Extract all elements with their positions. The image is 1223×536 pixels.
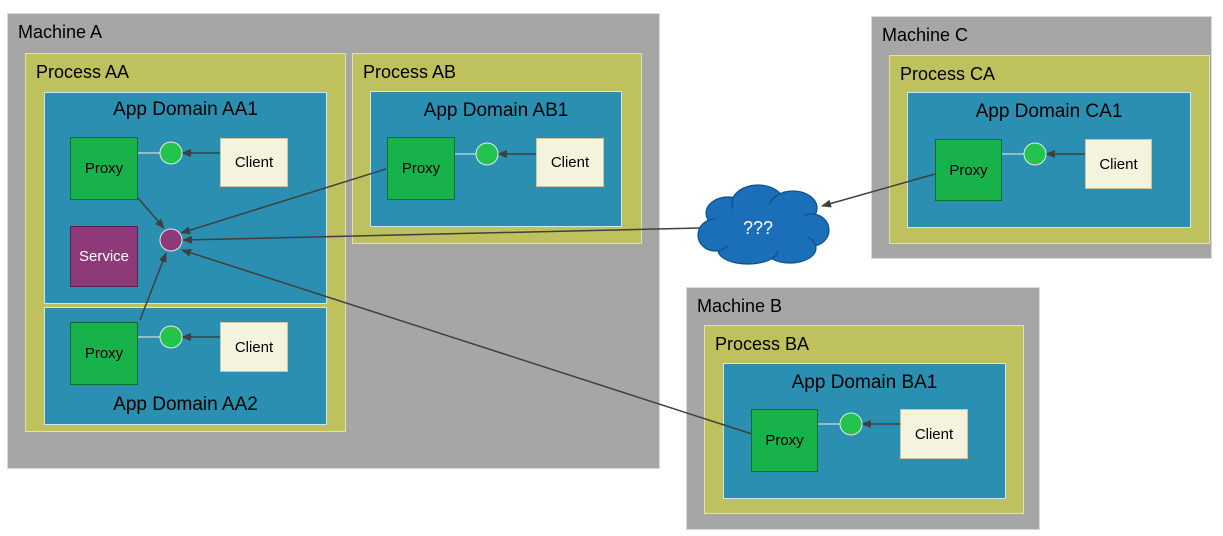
service: Service [70, 226, 138, 287]
client-aa2: Client [220, 322, 288, 372]
app-domain-ba1-label: App Domain BA1 [791, 372, 938, 393]
app-domain-aa2-label: App Domain AA2 [113, 394, 258, 415]
machine-a-label: Machine A [18, 22, 103, 42]
process-aa-label: Process AA [36, 62, 130, 82]
app-domain-ab1-label: App Domain AB1 [423, 100, 569, 121]
client-ba1: Client [900, 409, 968, 459]
network-cloud-label: ??? [742, 218, 774, 238]
proxy-aa1: Proxy [70, 137, 138, 200]
process-ba-label: Process BA [715, 334, 810, 354]
proxy-ca1: Proxy [935, 139, 1002, 201]
client-aa1: Client [220, 138, 288, 187]
process-ab-label: Process AB [363, 62, 457, 82]
app-domain-ca1-label: App Domain CA1 [975, 101, 1123, 122]
proxy-ab1: Proxy [387, 137, 455, 200]
machine-b-label: Machine B [697, 296, 783, 316]
proxy-ba1: Proxy [751, 409, 818, 472]
machine-c-label: Machine C [882, 25, 969, 45]
process-ca-label: Process CA [900, 64, 996, 84]
proxy-aa2: Proxy [70, 322, 138, 385]
client-ca1: Client [1085, 139, 1152, 189]
app-domain-aa1-label: App Domain AA1 [113, 99, 258, 120]
client-ab1: Client [536, 138, 604, 187]
